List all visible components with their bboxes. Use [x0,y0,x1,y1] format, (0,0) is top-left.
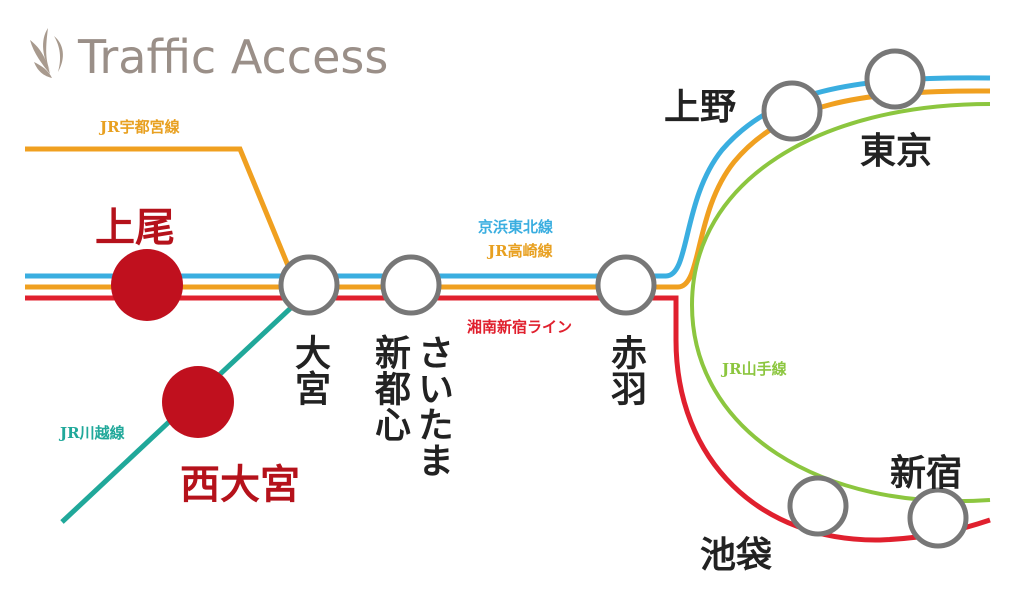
station-saitama-label: さいたま [412,334,454,478]
yamanote-line-label: JR山手線 [722,360,787,378]
station-ageo-marker [111,249,183,321]
shonan-shinjuku-line-label: 湘南新宿ライン [467,318,573,336]
station-shinjuku-marker [907,487,969,549]
kawagoe-line-label: JR川越線 [60,424,125,442]
station-omiya-label: 大宮 [289,334,331,406]
station-nishi-omiya-marker [162,366,234,438]
station-tokyo-label: 東京 [860,130,933,172]
station-tokyo-marker [864,48,926,110]
station-ueno-marker [761,80,823,142]
station-akabane-label: 赤羽 [605,334,647,406]
station-omiya-marker [278,254,340,316]
takasaki-line-label: JR高崎線 [488,242,553,260]
station-ikebukuro-marker [787,475,849,537]
leaf-logo-icon [30,28,63,78]
station-shinjuku-label: 新宿 [890,452,963,494]
station-ueno-label: 上野 [664,86,737,128]
station-nishi-omiya-label: 西大宮 [180,461,300,508]
station-akabane-marker [595,254,657,316]
station-saitama-shintoshin-marker [380,254,442,316]
utsunomiya-line [25,146,299,286]
utsunomiya-line-label: JR宇都宮線 [100,118,180,136]
page-title: Traffic Access [78,30,389,84]
station-shintoshin-label: 新都心 [369,334,411,442]
keihin-tohoku-line-label: 京浜東北線 [478,218,554,236]
station-ageo-label: 上尾 [95,204,175,251]
station-ikebukuro-label: 池袋 [700,534,773,576]
yamanote-line [689,102,991,504]
